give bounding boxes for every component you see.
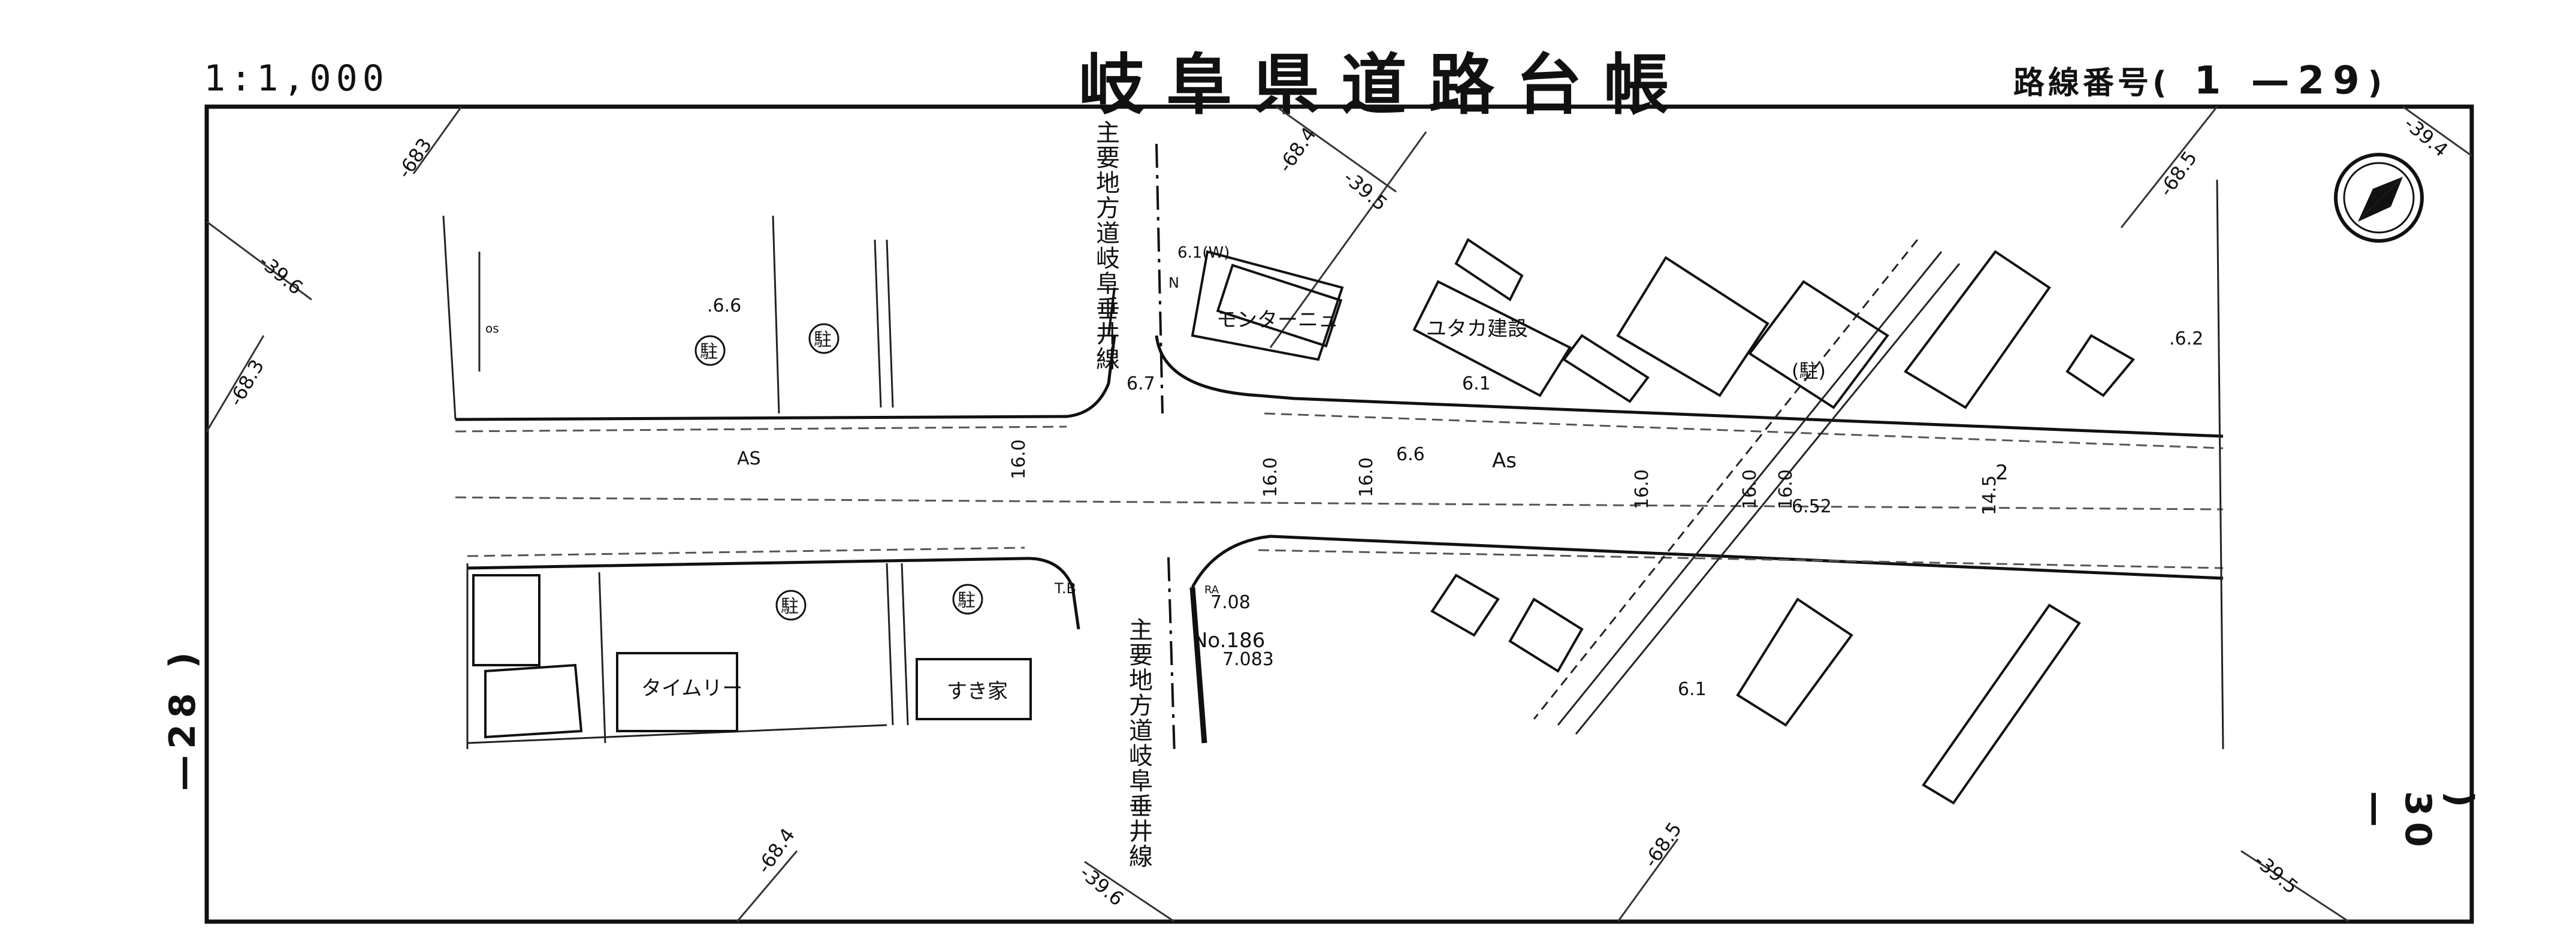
north-arrow-icon	[2334, 153, 2424, 243]
width-label: 16.0	[1260, 457, 1281, 497]
grid-label: -39.5	[1339, 166, 1392, 215]
grid-label-group: -683 -68.4 -39.5 -68.5 -39.4 -39.6 -68.3…	[224, 112, 2453, 910]
north-mark: N	[1168, 274, 1179, 291]
road-name-south: 主要地方道岐阜垂井線	[1125, 617, 1152, 869]
elevation-label: .6.2	[2169, 328, 2203, 349]
width-label: 16.0	[1740, 469, 1760, 509]
grid-label: -39.6	[1076, 861, 1128, 910]
grid-label: -39.6	[255, 250, 307, 299]
parking-icon: 駐	[781, 596, 799, 617]
railway	[1533, 239, 1961, 735]
lot-label: RA	[1204, 584, 1219, 596]
road-name-north: 主要地方道岐阜垂井線	[1092, 120, 1119, 372]
grid-label: -68.3	[224, 355, 268, 410]
station-number: No.186	[1192, 629, 1265, 653]
page-title: 岐阜県道路台帳	[1079, 46, 1691, 123]
map-frame	[204, 104, 2474, 924]
elevation-label: 6.1	[1678, 679, 1707, 700]
grid-label: -68.4	[1273, 123, 1321, 177]
parking-icon: 駐	[700, 342, 718, 363]
road-annotations: AS As 16.0 16.0 16.0 16.0 16.0 16.0 14.5…	[485, 244, 2203, 700]
elevation-label: 6.1(W)	[1177, 244, 1230, 262]
surface-label: As	[1492, 449, 1517, 473]
width-label: 16.0	[1356, 457, 1377, 497]
road-centerline	[455, 412, 2224, 569]
building-label-yutaka: ユタカ建設	[1426, 317, 1528, 341]
width-label: 16.0	[1008, 439, 1029, 479]
route-label: 路線番号(	[2013, 65, 2170, 101]
building-labels: モンターニュ ユタカ建設 タイムリー すき家	[641, 308, 1528, 704]
elevation-label: 7.083	[1222, 649, 1274, 670]
grid-label: -683	[392, 134, 436, 182]
benchmark-label: T.B	[1054, 580, 1076, 597]
parking-icon: 駐	[814, 330, 832, 351]
section-mark: 2	[1995, 461, 2009, 485]
building-label-monta: モンターニュ	[1216, 308, 1339, 332]
surface-label: AS	[737, 448, 761, 469]
grid-label: -68.5	[2154, 147, 2201, 201]
grid-label: -39.5	[2250, 849, 2303, 898]
parking-icon: 駐	[958, 590, 976, 611]
width-label: 16.0	[1632, 469, 1653, 509]
route-number: 路線番号( 1 —29)	[2013, 58, 2385, 103]
parking-icon: (駐)	[1792, 360, 1826, 382]
grid-label: -68.4	[752, 824, 799, 878]
building-outlines	[472, 238, 2136, 805]
width-label: 14.5	[1979, 475, 2000, 515]
elevation-label: .6.6	[707, 295, 741, 316]
elevation-label: 6.6	[1396, 444, 1425, 465]
elevation-label: 6.52	[1792, 496, 1832, 517]
elevation-label: 7.08	[1210, 592, 1251, 613]
property-lines	[442, 179, 2224, 750]
grid-label: -39.4	[2400, 112, 2453, 161]
map-scale: 1:1,000	[204, 58, 389, 99]
grid-lines	[206, 105, 2472, 923]
width-label: 16.0	[1775, 469, 1796, 509]
building-label-timely: タイムリー	[641, 677, 742, 701]
route-close: )	[2367, 65, 2386, 101]
road-edges	[455, 335, 2224, 630]
elevation-label: 6.7	[1127, 373, 1155, 394]
elevation-label: 6.1	[1462, 373, 1491, 394]
grid-label: -68.5	[1639, 818, 1686, 872]
lot-label: os	[485, 321, 499, 336]
route-number-value: 1 —29	[2194, 59, 2368, 103]
building-label-sukiya: すき家	[947, 680, 1008, 704]
ns-road	[1107, 143, 1207, 756]
parking-markers: 駐 駐 駐 駐 (駐)	[694, 323, 1826, 621]
